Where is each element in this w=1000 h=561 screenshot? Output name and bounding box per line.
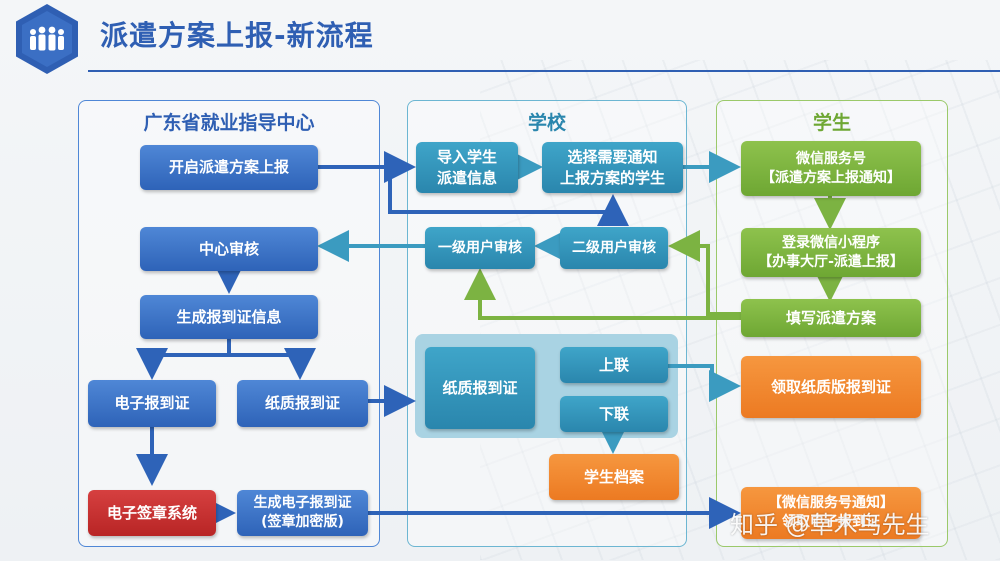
title-underline bbox=[88, 70, 1000, 72]
paper-cert-box-school: 纸质报到证 bbox=[425, 347, 535, 429]
center-column-title: 广东省就业指导中心 bbox=[143, 112, 315, 134]
level1-review-box: 一级用户审核 bbox=[425, 227, 535, 269]
notify-line2: 领取电子报到证 bbox=[782, 514, 880, 530]
login-miniprogram-box: 登录微信小程序 【办事大厅-派遣上报】 bbox=[741, 228, 921, 277]
notify-line1: 【微信服务号通知】 bbox=[768, 495, 894, 512]
wechat-notify-box: 微信服务号 【派遣方案上报通知】 bbox=[741, 141, 921, 196]
fill-plan-box: 填写派遣方案 bbox=[741, 299, 921, 337]
import-line1: 导入学生 bbox=[436, 148, 497, 167]
center-review-box: 中心审核 bbox=[140, 227, 318, 271]
select-line1: 选择需要通知 bbox=[567, 148, 658, 167]
generate-e-cert-box: 生成电子报到证 (签章加密版) bbox=[237, 490, 368, 536]
school-column-title: 学校 bbox=[527, 112, 566, 134]
page-title: 派遣方案上报-新流程 bbox=[100, 19, 374, 52]
select-line2: 上报方案的学生 bbox=[559, 168, 665, 187]
generate-e-cert-line2: (签章加密版) bbox=[261, 514, 344, 530]
student-column-title: 学生 bbox=[812, 112, 851, 134]
e-seal-system-box: 电子签章系统 bbox=[88, 490, 216, 536]
e-cert-notify-box: 【微信服务号通知】 领取电子报到证 bbox=[741, 487, 921, 539]
watermark-text: 知乎 @草木鸟先生 bbox=[730, 511, 930, 539]
receive-paper-cert-box: 领取纸质版报到证 bbox=[741, 356, 921, 418]
import-line2: 派遣信息 bbox=[436, 168, 497, 187]
select-students-box: 选择需要通知 上报方案的学生 bbox=[542, 142, 683, 193]
level2-review-box: 二级用户审核 bbox=[560, 227, 668, 269]
generate-e-cert-line1: 生成电子报到证 bbox=[253, 495, 352, 512]
import-student-info-box: 导入学生 派遣信息 bbox=[416, 142, 518, 193]
login-line2: 【办事大厅-派遣上报】 bbox=[758, 253, 904, 270]
open-report-box: 开启派遣方案上报 bbox=[140, 145, 318, 190]
e-cert-box: 电子报到证 bbox=[88, 380, 216, 427]
paper-cert-box-center: 纸质报到证 bbox=[237, 380, 368, 427]
wechat-line2: 【派遣方案上报通知】 bbox=[761, 169, 901, 186]
generate-cert-info-box: 生成报到证信息 bbox=[140, 295, 318, 339]
wechat-line1: 微信服务号 bbox=[796, 150, 866, 167]
upper-copy-box: 上联 bbox=[560, 347, 668, 383]
student-archive-box: 学生档案 bbox=[549, 454, 679, 500]
lower-copy-box: 下联 bbox=[560, 396, 668, 432]
login-line1: 登录微信小程序 bbox=[782, 234, 880, 251]
